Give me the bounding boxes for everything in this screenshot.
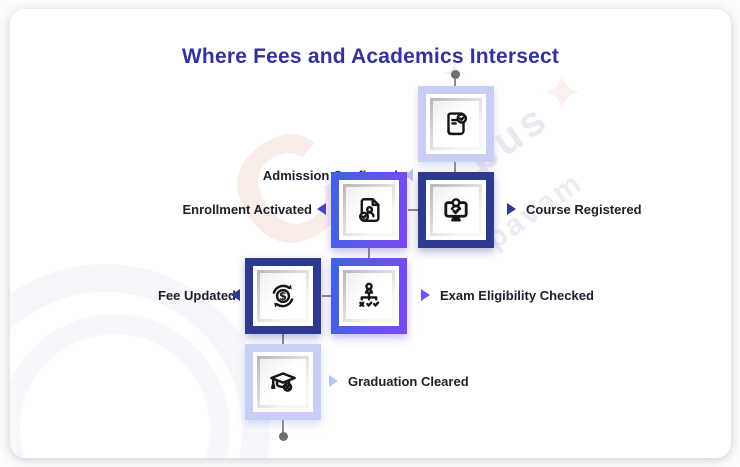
step-label-course: Course Registered <box>526 202 642 217</box>
timeline-endpoint-dot <box>279 432 288 441</box>
step-box-admission <box>418 86 494 162</box>
step-label-enrollment: Enrollment Activated <box>182 202 312 217</box>
page-title: Where Fees and Academics Intersect <box>181 45 560 68</box>
connector-line <box>454 78 456 86</box>
step-box-fee: $ <box>245 258 321 334</box>
graduation-cap-icon <box>270 372 296 392</box>
step-box-graduation <box>245 344 321 420</box>
infographic-card: C pus pavam ✦ ✦ ✦ Where Fees and Academi… <box>10 9 731 458</box>
svg-text:$: $ <box>279 289 287 303</box>
document-check-icon <box>447 112 468 136</box>
step-box-exam <box>331 258 407 334</box>
step-label-graduation: Graduation Cleared <box>348 374 469 389</box>
arrow-right-icon <box>329 375 338 387</box>
step-box-enrollment <box>331 172 407 248</box>
connector-line <box>282 334 284 344</box>
connector-line <box>282 420 284 433</box>
arrow-left-icon <box>317 203 326 215</box>
monitor-user-check-icon <box>444 198 468 222</box>
step-label-fee: Fee Updated <box>157 288 236 303</box>
connector-line <box>322 295 332 297</box>
connector-line <box>454 162 456 172</box>
arrow-right-icon <box>507 203 516 215</box>
arrow-left-icon <box>404 169 413 181</box>
arrow-right-icon <box>421 289 430 301</box>
connector-line <box>368 248 370 258</box>
profile-file-check-icon <box>359 198 380 222</box>
step-box-course <box>418 172 494 248</box>
timeline-endpoint-dot <box>451 70 460 79</box>
sparkle-icon: ✦ <box>540 65 584 123</box>
arrow-left-icon <box>231 289 240 301</box>
watermark-swoosh-icon <box>10 314 230 458</box>
step-label-exam: Exam Eligibility Checked <box>440 288 594 303</box>
connector-line <box>408 209 418 211</box>
eligibility-checklist-icon <box>359 282 380 307</box>
dollar-refresh-icon: $ <box>272 284 294 308</box>
